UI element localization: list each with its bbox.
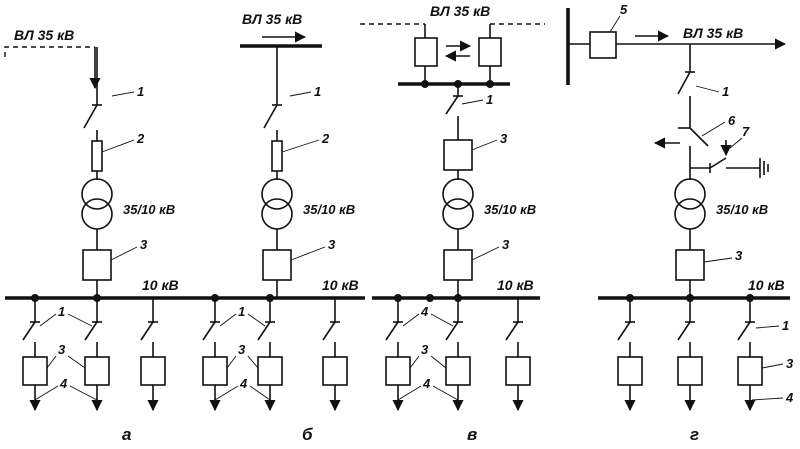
feeder-a1 <box>22 298 48 412</box>
ref-2-a: 2 <box>136 131 145 146</box>
ref-4-v-bottom: 4 <box>422 376 431 391</box>
line-breaker-v2 <box>478 37 502 67</box>
fuse-a <box>91 140 103 172</box>
ref-3-v-top: 3 <box>500 131 508 146</box>
transformer-a <box>81 178 113 230</box>
caption-g: г <box>690 425 699 444</box>
ref-3-v-feeder: 3 <box>421 342 429 357</box>
scheme-v: ВЛ 35 кВ 1 3 35/10 кВ 3 10 <box>360 3 545 444</box>
feeder-a3 <box>140 298 166 412</box>
feeder-b3 <box>322 298 348 412</box>
ref-3-b: 3 <box>328 237 336 252</box>
transformer-v <box>442 178 474 230</box>
feeder-b2 <box>257 298 283 412</box>
ref-1-v: 1 <box>486 92 493 107</box>
caption-a: а <box>122 425 131 444</box>
ref-4-b-feeder: 4 <box>239 376 248 391</box>
ref-5-g: 5 <box>620 2 628 17</box>
ref-1-a: 1 <box>137 84 144 99</box>
breaker-a <box>82 249 112 281</box>
line-label-g: ВЛ 35 кВ <box>683 25 743 41</box>
feeder-b1 <box>202 298 228 412</box>
feeder-g1 <box>617 298 643 412</box>
ref-1-a-feeder: 1 <box>58 304 65 319</box>
breaker-v <box>443 249 473 281</box>
feeder-v2 <box>445 298 471 412</box>
ref-3-a: 3 <box>140 237 148 252</box>
disconnector-a <box>83 104 98 129</box>
ref-1-b-feeder: 1 <box>238 304 245 319</box>
disconnector-b <box>263 104 278 129</box>
ref-1-b: 1 <box>314 84 321 99</box>
fuse-b <box>271 140 283 172</box>
ref-2-b: 2 <box>321 131 330 146</box>
line-breaker-g <box>589 31 617 59</box>
transformer-b <box>261 178 293 230</box>
transformer-label-a: 35/10 кВ <box>123 202 175 217</box>
transformer-label-g: 35/10 кВ <box>716 202 768 217</box>
busbar-label-b: 10 кВ <box>322 277 359 293</box>
transformer-label-v: 35/10 кВ <box>484 202 536 217</box>
line-label-b: ВЛ 35 кВ <box>242 11 302 27</box>
disconnector-g <box>677 71 691 95</box>
line-label-a: ВЛ 35 кВ <box>14 27 74 43</box>
caption-v: в <box>467 425 477 444</box>
ref-1-g: 1 <box>722 84 729 99</box>
busbar-label-v: 10 кВ <box>497 277 534 293</box>
transformer-label-b: 35/10 кВ <box>303 202 355 217</box>
feeder-v1 <box>385 298 411 412</box>
ref-4-a-feeder: 4 <box>59 376 68 391</box>
ref-3-b-feeder: 3 <box>238 342 246 357</box>
scheme-b: ВЛ 35 кВ 1 2 35/10 кВ 3 10 кВ <box>202 11 359 444</box>
breaker-g <box>675 249 705 281</box>
caption-b: б <box>302 425 313 444</box>
breaker-b <box>262 249 292 281</box>
hv-breaker-v <box>443 139 473 171</box>
feeder-a2 <box>84 298 110 412</box>
scheme-a: ВЛ 35 кВ 1 2 35/10 кВ 3 10 кВ <box>4 27 365 444</box>
feeder-v3 <box>505 298 531 412</box>
ref-4-g-feeder: 4 <box>785 390 794 405</box>
feeder-g2 <box>677 298 703 412</box>
transformer-g <box>674 178 706 230</box>
ref-4-v-feeder: 4 <box>420 304 429 319</box>
ref-1-g-feeder: 1 <box>782 318 789 333</box>
ref-3-g: 3 <box>735 248 743 263</box>
scheme-g: 5 ВЛ 35 кВ 1 6 7 35/10 кВ 3 <box>566 2 794 444</box>
ref-3-a-feeder: 3 <box>58 342 66 357</box>
line-breaker-v1 <box>414 37 438 67</box>
line-label-v: ВЛ 35 кВ <box>430 3 490 19</box>
short-circuiter-g <box>709 157 727 169</box>
ref-7-g: 7 <box>742 124 750 139</box>
ref-3-v: 3 <box>502 237 510 252</box>
feeder-g3 <box>737 298 763 412</box>
ref-6-g: 6 <box>728 113 736 128</box>
busbar-label-g: 10 кВ <box>748 277 785 293</box>
ref-3-g-feeder: 3 <box>786 356 794 371</box>
disconnector-v <box>445 95 459 115</box>
busbar-label-a: 10 кВ <box>142 277 179 293</box>
